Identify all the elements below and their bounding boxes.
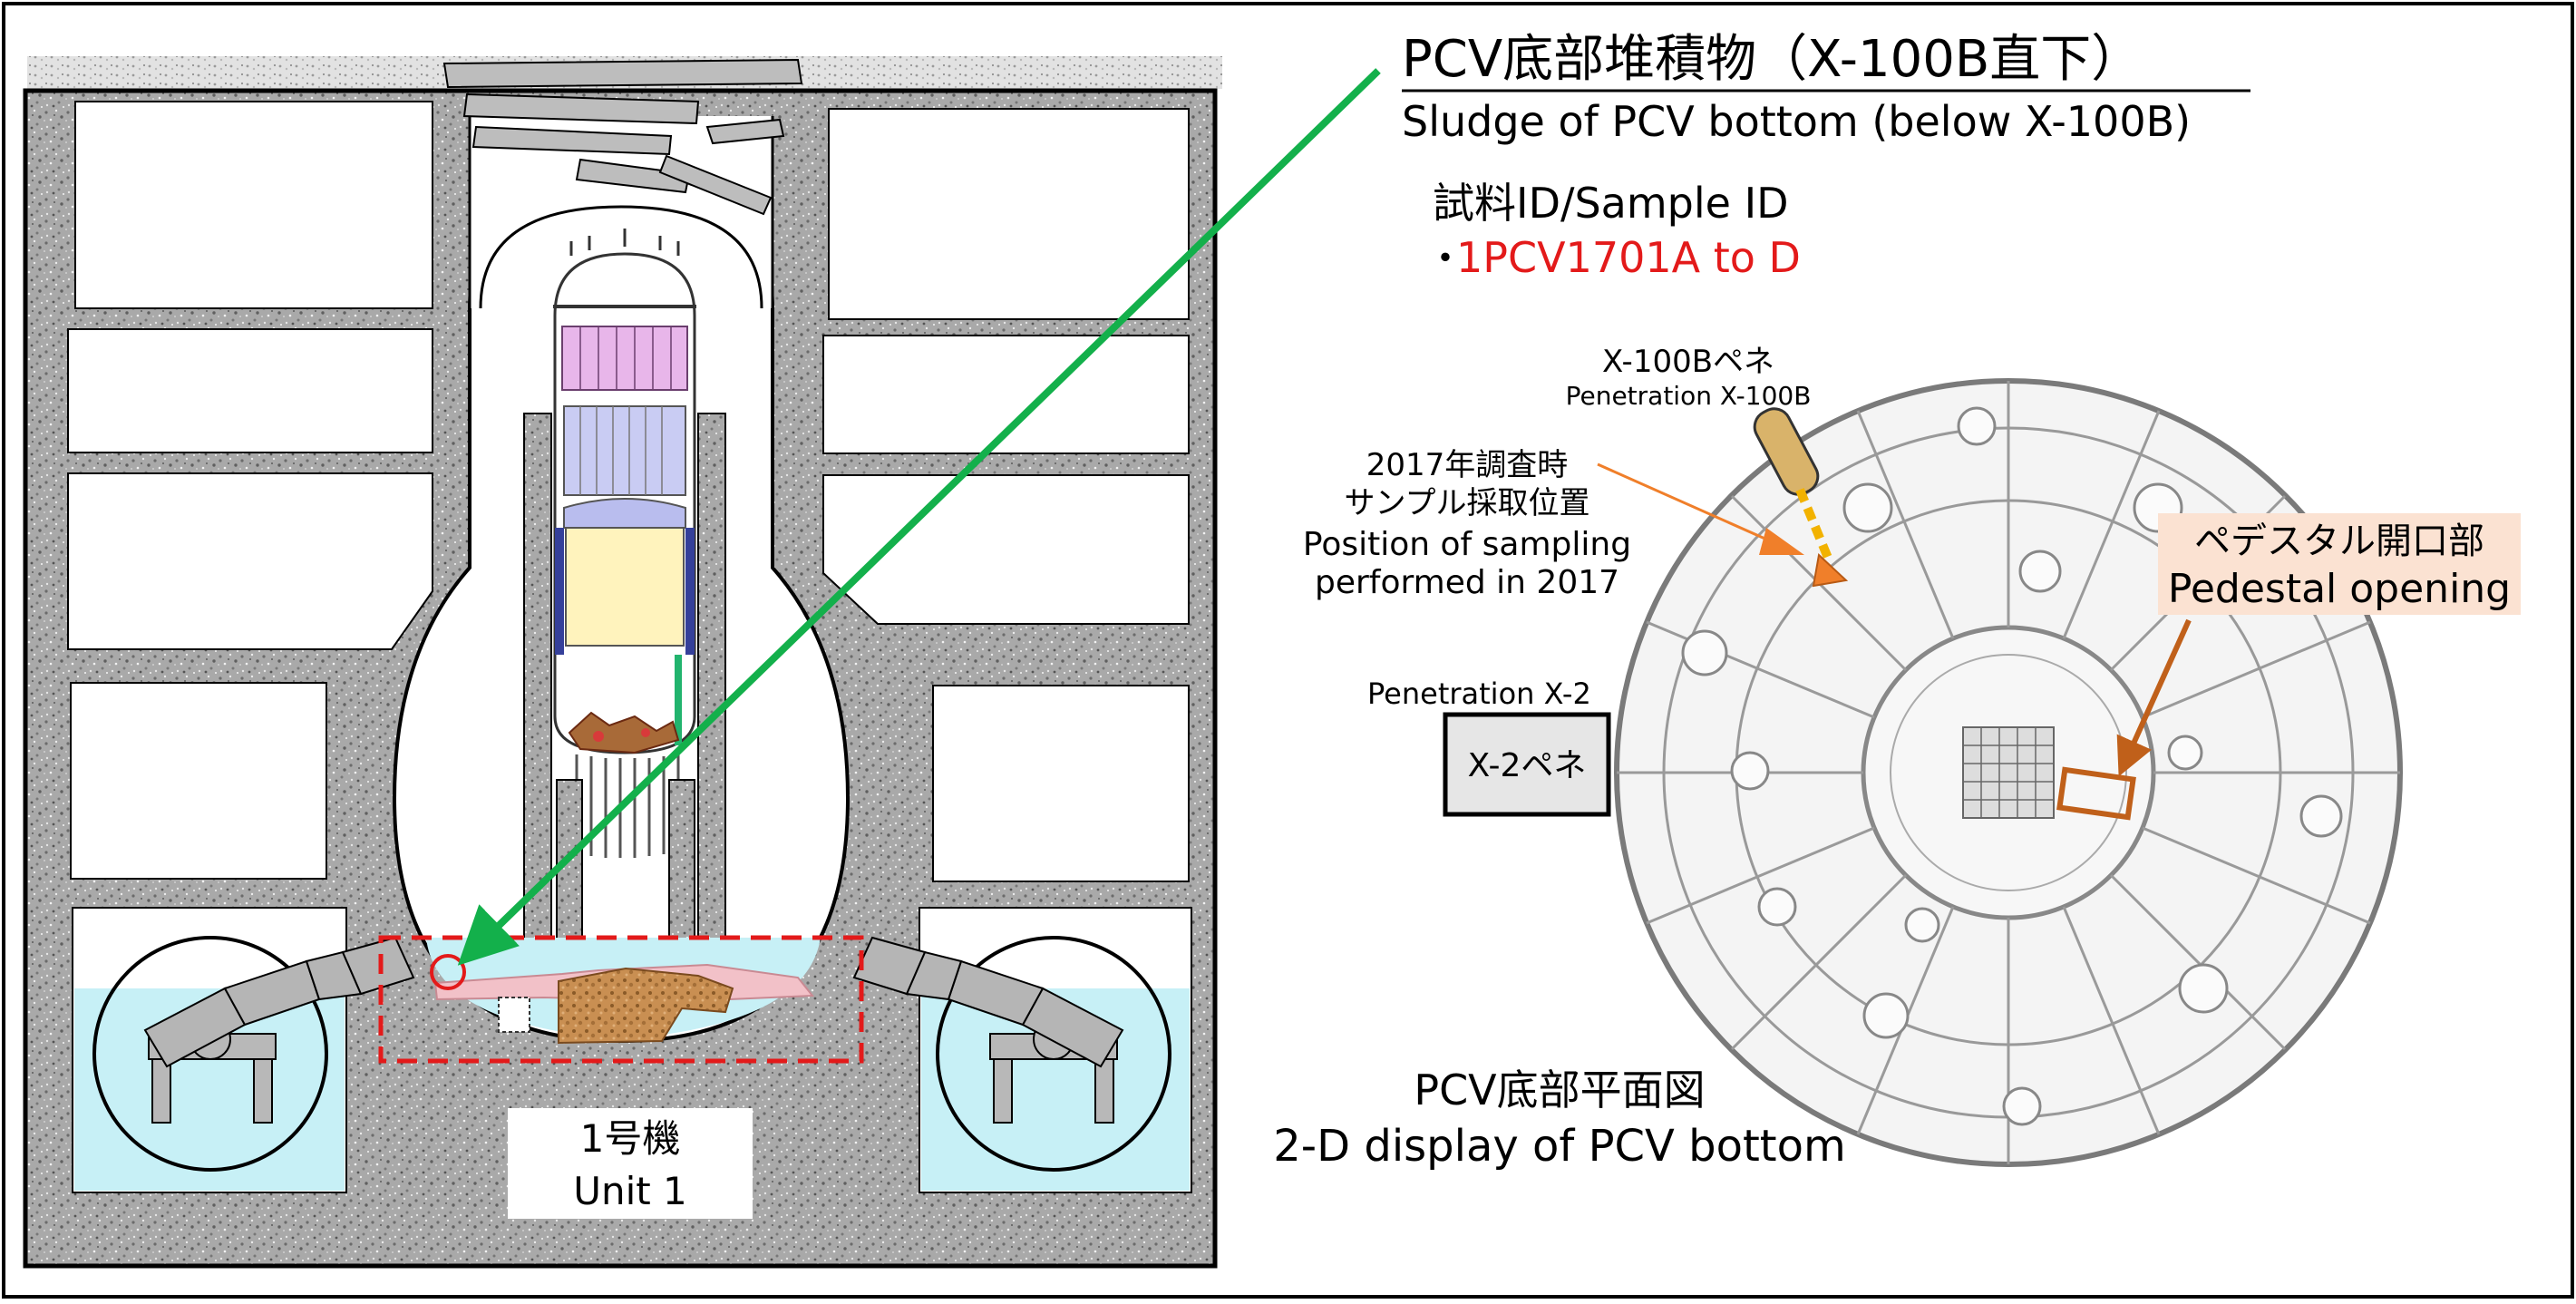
debris-deposit (558, 967, 734, 1045)
title-jp: PCV底部堆積物（X-100B直下） (1402, 30, 2142, 89)
sampling-label-jp-1: 2017年調査時 (1366, 447, 1569, 483)
pedestal-sump-right (668, 779, 695, 944)
reactor-building-section: 1号機 Unit 1 (23, 56, 1222, 1269)
torus-left (92, 936, 328, 1172)
sump-box (498, 997, 530, 1033)
unit-label-en: Unit 1 (573, 1169, 687, 1213)
pedestal-opening-jp: ペデスタル開口部 (2194, 521, 2484, 562)
green-pointer-arrow (457, 68, 1381, 966)
room (67, 472, 433, 650)
sampling-label-jp-2: サンプル採取位置 (1345, 485, 1590, 521)
pedestal-opening-box (2056, 766, 2136, 821)
x100b-penetration (1753, 407, 1849, 588)
sampling-orange-arrow (1597, 462, 1778, 546)
unit-label-jp: 1号機 (580, 1116, 681, 1161)
sampling-label-en-1: Position of sampling (1303, 526, 1631, 563)
room (822, 335, 1190, 454)
sample-id-heading: 試料ID/Sample ID (1433, 179, 1789, 228)
plan-caption-en: 2-D display of PCV bottom (1273, 1121, 1845, 1172)
torus-right (936, 936, 1171, 1172)
sample-id-bullet: ・ (1425, 236, 1465, 282)
pedestal-opening-en: Pedestal opening (2168, 566, 2511, 612)
sampling-label-en-2: performed in 2017 (1315, 564, 1619, 601)
room (67, 328, 433, 453)
unit-label-box (508, 1108, 753, 1219)
room (70, 682, 327, 880)
pcv-plan-view (1614, 378, 2403, 1167)
drywell-top-opening (470, 116, 773, 308)
plan-core-grid (1962, 726, 2055, 819)
plan-caption-jp: PCV底部平面図 (1414, 1066, 1705, 1114)
sample-id-value: 1PCV1701A to D (1456, 233, 1801, 282)
pedestal-brown-arrow (2116, 618, 2192, 777)
observation-area (378, 935, 864, 1064)
room (932, 685, 1190, 882)
sampling-position-marker (1812, 553, 1849, 588)
room (74, 101, 433, 309)
vent-line-left (143, 936, 415, 1068)
x2-penetration-jp: X-2ペネ (1468, 747, 1587, 784)
sampling-location-marker (430, 954, 466, 990)
x100b-label-en: Penetration X-100B (1566, 381, 1812, 411)
room (822, 474, 1190, 625)
title-block: PCV底部堆積物（X-100B直下） Sludge of PCV bottom … (1402, 30, 2250, 282)
pedestal-left-wall (523, 413, 552, 940)
pedestal-right-wall (697, 413, 726, 957)
title-en: Sludge of PCV bottom (below X-100B) (1402, 97, 2191, 146)
x100b-label-jp: X-100Bペネ (1602, 344, 1774, 380)
collapsed-roof (442, 58, 803, 216)
pedestal-opening-label-box (2158, 513, 2521, 615)
x2-penetration-box (1443, 712, 1611, 817)
x2-penetration-en: Penetration X-2 (1367, 676, 1591, 711)
vent-line-right (852, 936, 1124, 1068)
room (828, 108, 1190, 320)
